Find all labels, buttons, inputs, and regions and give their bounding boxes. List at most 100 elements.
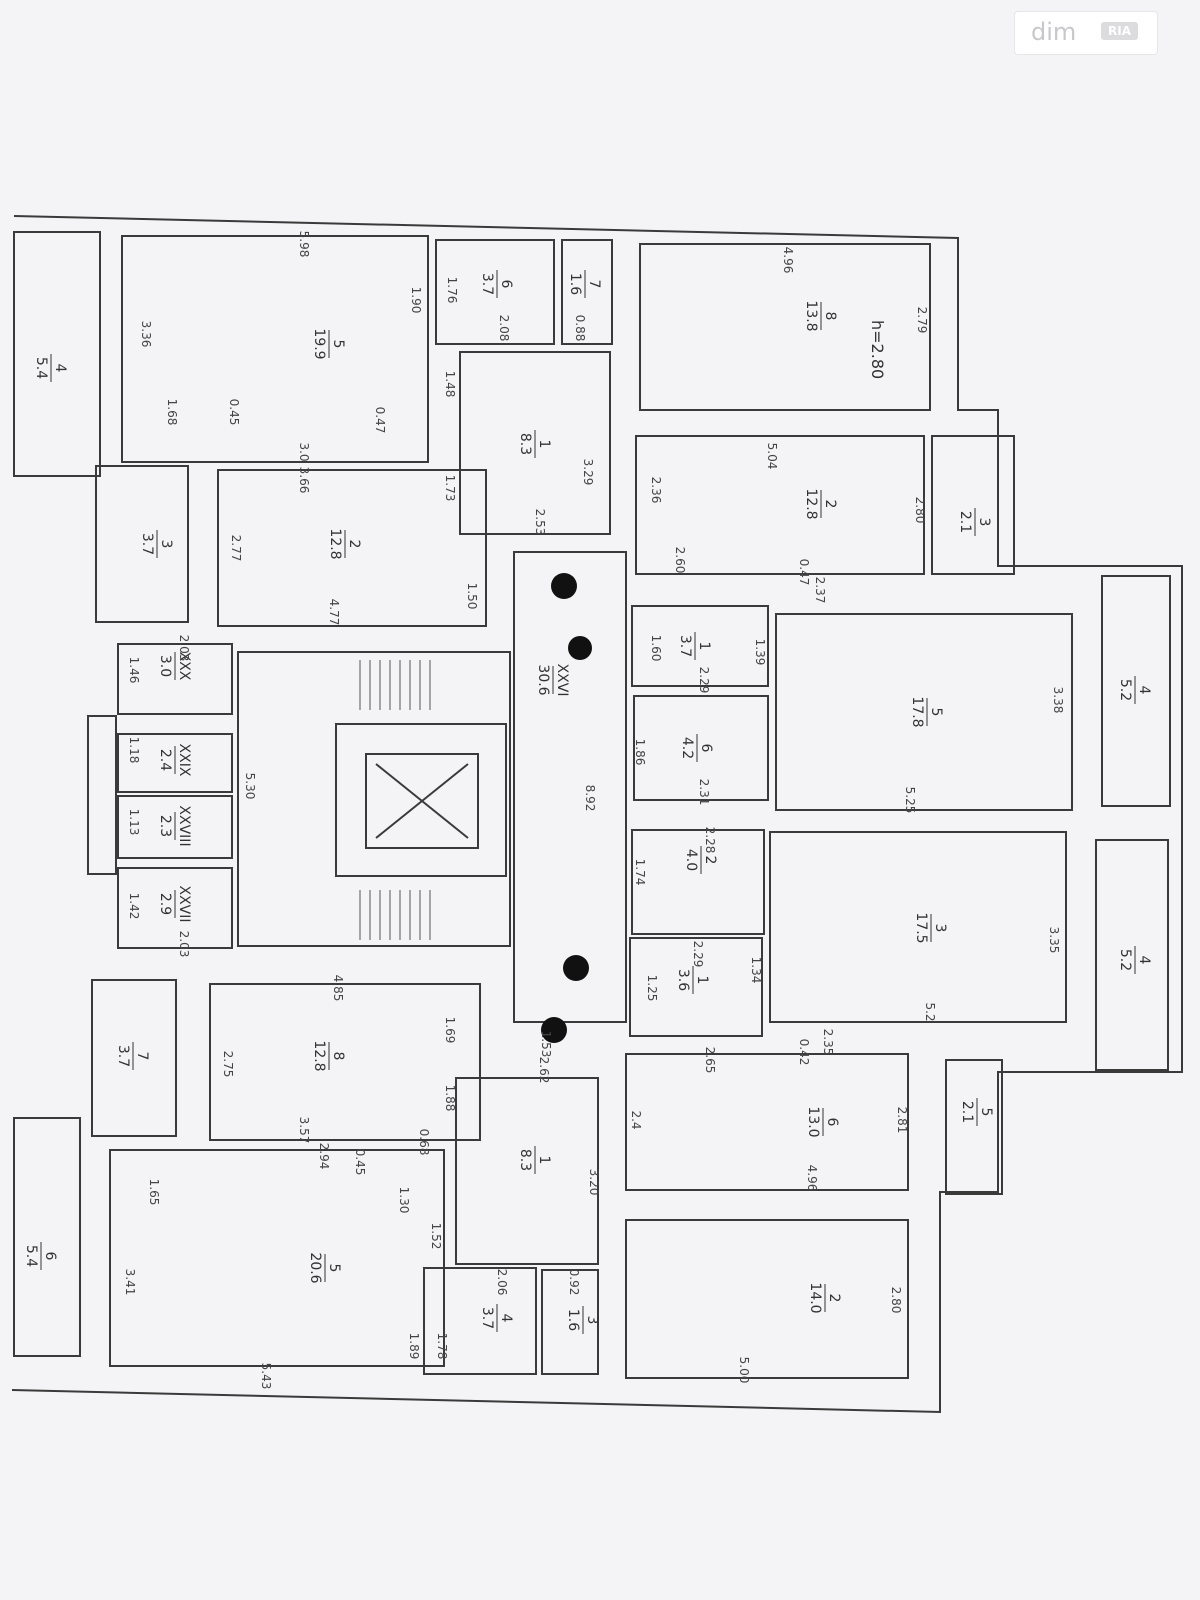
- dimension-label: 0.47: [373, 407, 387, 434]
- dimension-label: 1.46: [127, 657, 141, 684]
- dimension-label: 3.29: [581, 459, 595, 486]
- dimension-label: 1.25: [645, 975, 659, 1002]
- room-area: 8.3: [517, 433, 533, 455]
- room-label: 212.8: [327, 528, 362, 559]
- room-outline: [541, 1269, 599, 1375]
- room-area: 2.3: [157, 815, 173, 837]
- room-outline: [631, 605, 769, 687]
- room-area: 17.5: [913, 912, 929, 943]
- dimension-label: 2.29: [691, 941, 705, 968]
- room-number: 2: [822, 500, 838, 509]
- dimension-label: 8.92: [583, 785, 597, 812]
- room-number: 1: [694, 976, 710, 985]
- dimension-label: 1.74: [633, 859, 647, 886]
- room-label: 813.8: [803, 300, 838, 331]
- room-number: 7: [586, 280, 602, 289]
- room-outline: [625, 1219, 909, 1379]
- dimension-label: 1.53: [539, 1031, 553, 1058]
- dimension-label: 3.36: [139, 321, 153, 348]
- room-number: XXVIII: [176, 805, 192, 846]
- room-area: 5.4: [33, 357, 49, 379]
- room-number: 4: [1136, 956, 1152, 965]
- dimension-label: 4.96: [781, 247, 795, 274]
- dimension-label: 3.41: [123, 1269, 137, 1296]
- dimension-label: 1.73: [443, 475, 457, 502]
- room-area: 3.7: [115, 1045, 131, 1067]
- dimension-label: 2.81: [895, 1107, 909, 1134]
- room-area: 19.9: [311, 328, 327, 359]
- room-label: 517.8: [909, 696, 944, 727]
- room-label: 317.5: [913, 912, 948, 943]
- dimension-label: 5.04: [765, 443, 779, 470]
- dimension-label: 1.34: [749, 957, 763, 984]
- room-outline: [1101, 575, 1171, 807]
- room-label: 24.0: [683, 846, 718, 874]
- room-label: 45.2: [1117, 946, 1152, 974]
- dimension-label: 1.30: [397, 1187, 411, 1214]
- dimension-label: 1.13: [127, 809, 141, 836]
- dimension-label: 4.96: [805, 1165, 819, 1192]
- room-label: 52.1: [959, 1098, 994, 1126]
- room-number: 1: [696, 642, 712, 651]
- room-outline: [459, 351, 611, 535]
- room-outline: [13, 1117, 81, 1357]
- dimension-label: 2.80: [889, 1287, 903, 1314]
- room-outline: [117, 643, 233, 715]
- room-outline: [87, 715, 117, 875]
- lift-shaft: [365, 753, 479, 849]
- dimension-label: 1.42: [127, 893, 141, 920]
- room-label: 519.9: [311, 328, 346, 359]
- height-note: h=2.80: [868, 320, 887, 379]
- room-label: 71.6: [567, 270, 602, 298]
- room-outline: [217, 469, 487, 627]
- room-label: 613.0: [805, 1106, 840, 1137]
- room-area: 13.8: [803, 300, 819, 331]
- room-label: 13.6: [675, 966, 710, 994]
- dimension-label: 1.18: [127, 737, 141, 764]
- dimension-label: 0.45: [353, 1149, 367, 1176]
- room-area: 14.0: [807, 1282, 823, 1313]
- room-outline: [121, 235, 429, 463]
- room-outline: [95, 465, 189, 623]
- room-number: XXVII: [176, 885, 192, 922]
- room-number: 8: [822, 312, 838, 321]
- watermark-badge: RIA: [1101, 22, 1138, 40]
- room-area: 12.8: [327, 528, 343, 559]
- dimension-label: 1.76: [445, 277, 459, 304]
- corridor-outline: [513, 551, 627, 1023]
- room-outline: [561, 239, 613, 345]
- dimension-label: 1.69: [443, 1017, 457, 1044]
- dimension-label: 0.88: [573, 315, 587, 342]
- room-number: 5: [326, 1264, 342, 1273]
- room-number: 2: [702, 856, 718, 865]
- room-area: 30.6: [535, 664, 551, 695]
- dimension-label: 1.89: [407, 1333, 421, 1360]
- dimension-label: 1.50: [465, 583, 479, 610]
- dimension-label: 5.98: [297, 231, 311, 258]
- room-label: 812.8: [311, 1040, 346, 1071]
- dimension-label: 2.79: [915, 307, 929, 334]
- room-outline: [633, 695, 769, 801]
- room-number: 6: [498, 280, 514, 289]
- room-label: 13.7: [677, 632, 712, 660]
- dimension-label: 5.30: [243, 773, 257, 800]
- dimension-label: 2.31: [697, 779, 711, 806]
- dimension-label: 5.25: [903, 787, 917, 814]
- room-outline: [209, 983, 481, 1141]
- dimension-label: 3.38: [1051, 687, 1065, 714]
- room-label: 43.7: [479, 1304, 514, 1332]
- dimension-label: 2.03: [177, 931, 191, 958]
- dimension-label: 4.85: [331, 975, 345, 1002]
- room-outline: [635, 435, 925, 575]
- dimension-label: 2.80: [913, 497, 927, 524]
- room-number: XXVI: [554, 664, 570, 697]
- room-number: 6: [42, 1252, 58, 1261]
- room-label: 18.3: [517, 430, 552, 458]
- room-area: 1.6: [567, 273, 583, 295]
- dimension-label: 5.00: [737, 1357, 751, 1384]
- room-outline: [945, 1059, 1003, 1195]
- room-label: 214.0: [807, 1282, 842, 1313]
- room-outline: [769, 831, 1067, 1023]
